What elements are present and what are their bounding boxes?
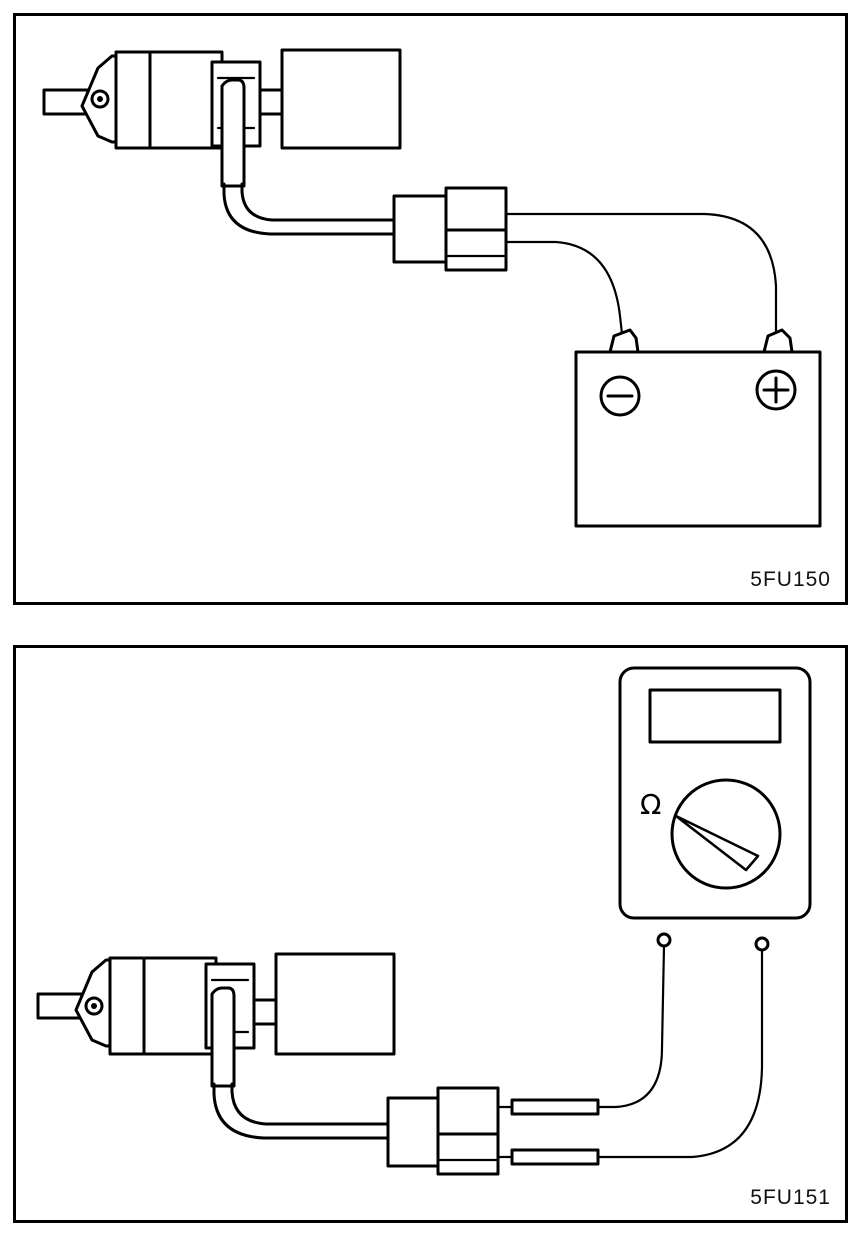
- probe-lead-right: [596, 948, 764, 1159]
- figure-label: 5FU151: [750, 1186, 831, 1209]
- probe-jack-right: [754, 936, 770, 952]
- negative-lead: [504, 240, 624, 336]
- multimeter: Ω: [618, 666, 812, 952]
- figure-battery-test: 5FU150: [13, 13, 848, 605]
- battery-positive-terminal: [762, 328, 794, 354]
- injector-solenoid-block: [274, 952, 396, 1056]
- harness-cable-outer: [212, 1082, 390, 1140]
- probe-jack-left: [656, 932, 672, 948]
- harness-cable-inner: [230, 1082, 390, 1126]
- injector-solenoid-block: [280, 48, 402, 150]
- probe-lead-left: [596, 944, 666, 1109]
- harness-cable-inner: [240, 182, 396, 222]
- multimeter-dial: [670, 778, 782, 890]
- injector-body: [114, 50, 224, 150]
- injector-body: [108, 956, 218, 1056]
- ohmmeter-test-diagram: Ω: [36, 666, 812, 1176]
- injector-assembly: [42, 48, 402, 188]
- probe-tip-upper: [510, 1098, 600, 1116]
- injector-plug: [210, 986, 236, 1088]
- dial-pointer: [674, 814, 760, 872]
- harness-cable-outer: [222, 182, 396, 236]
- injector-plug: [220, 78, 246, 188]
- harness-connector: [386, 1086, 500, 1176]
- figure-ohmmeter-test: Ω: [13, 645, 848, 1223]
- multimeter-display: [648, 688, 782, 744]
- figure-label: 5FU150: [750, 568, 831, 591]
- harness-connector: [392, 186, 508, 272]
- battery-negative-terminal: [608, 328, 640, 354]
- battery: [574, 328, 822, 528]
- injector-assembly: [36, 952, 396, 1088]
- positive-lead: [504, 212, 778, 336]
- battery-test-diagram: [42, 48, 822, 528]
- probe-tip-lower: [510, 1148, 600, 1166]
- ohm-icon: Ω: [640, 788, 661, 821]
